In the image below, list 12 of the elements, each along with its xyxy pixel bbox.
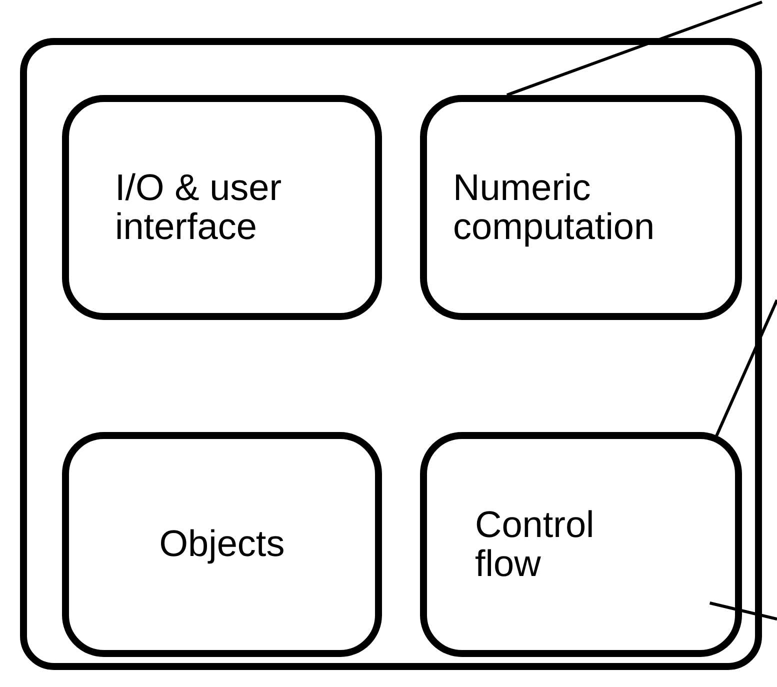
rounded-box — [62, 95, 382, 320]
box-label: Objects — [159, 525, 285, 564]
connector-line — [709, 602, 777, 620]
rounded-box — [420, 95, 742, 320]
rounded-box — [62, 432, 382, 657]
box-label: I/O & user interface — [115, 168, 283, 246]
container-box — [20, 38, 762, 670]
connector-line — [506, 0, 763, 96]
connector-line — [714, 299, 777, 438]
box-label: Control flow — [475, 506, 596, 584]
box-label: Numeric computation — [453, 168, 656, 246]
rounded-box — [420, 432, 742, 657]
